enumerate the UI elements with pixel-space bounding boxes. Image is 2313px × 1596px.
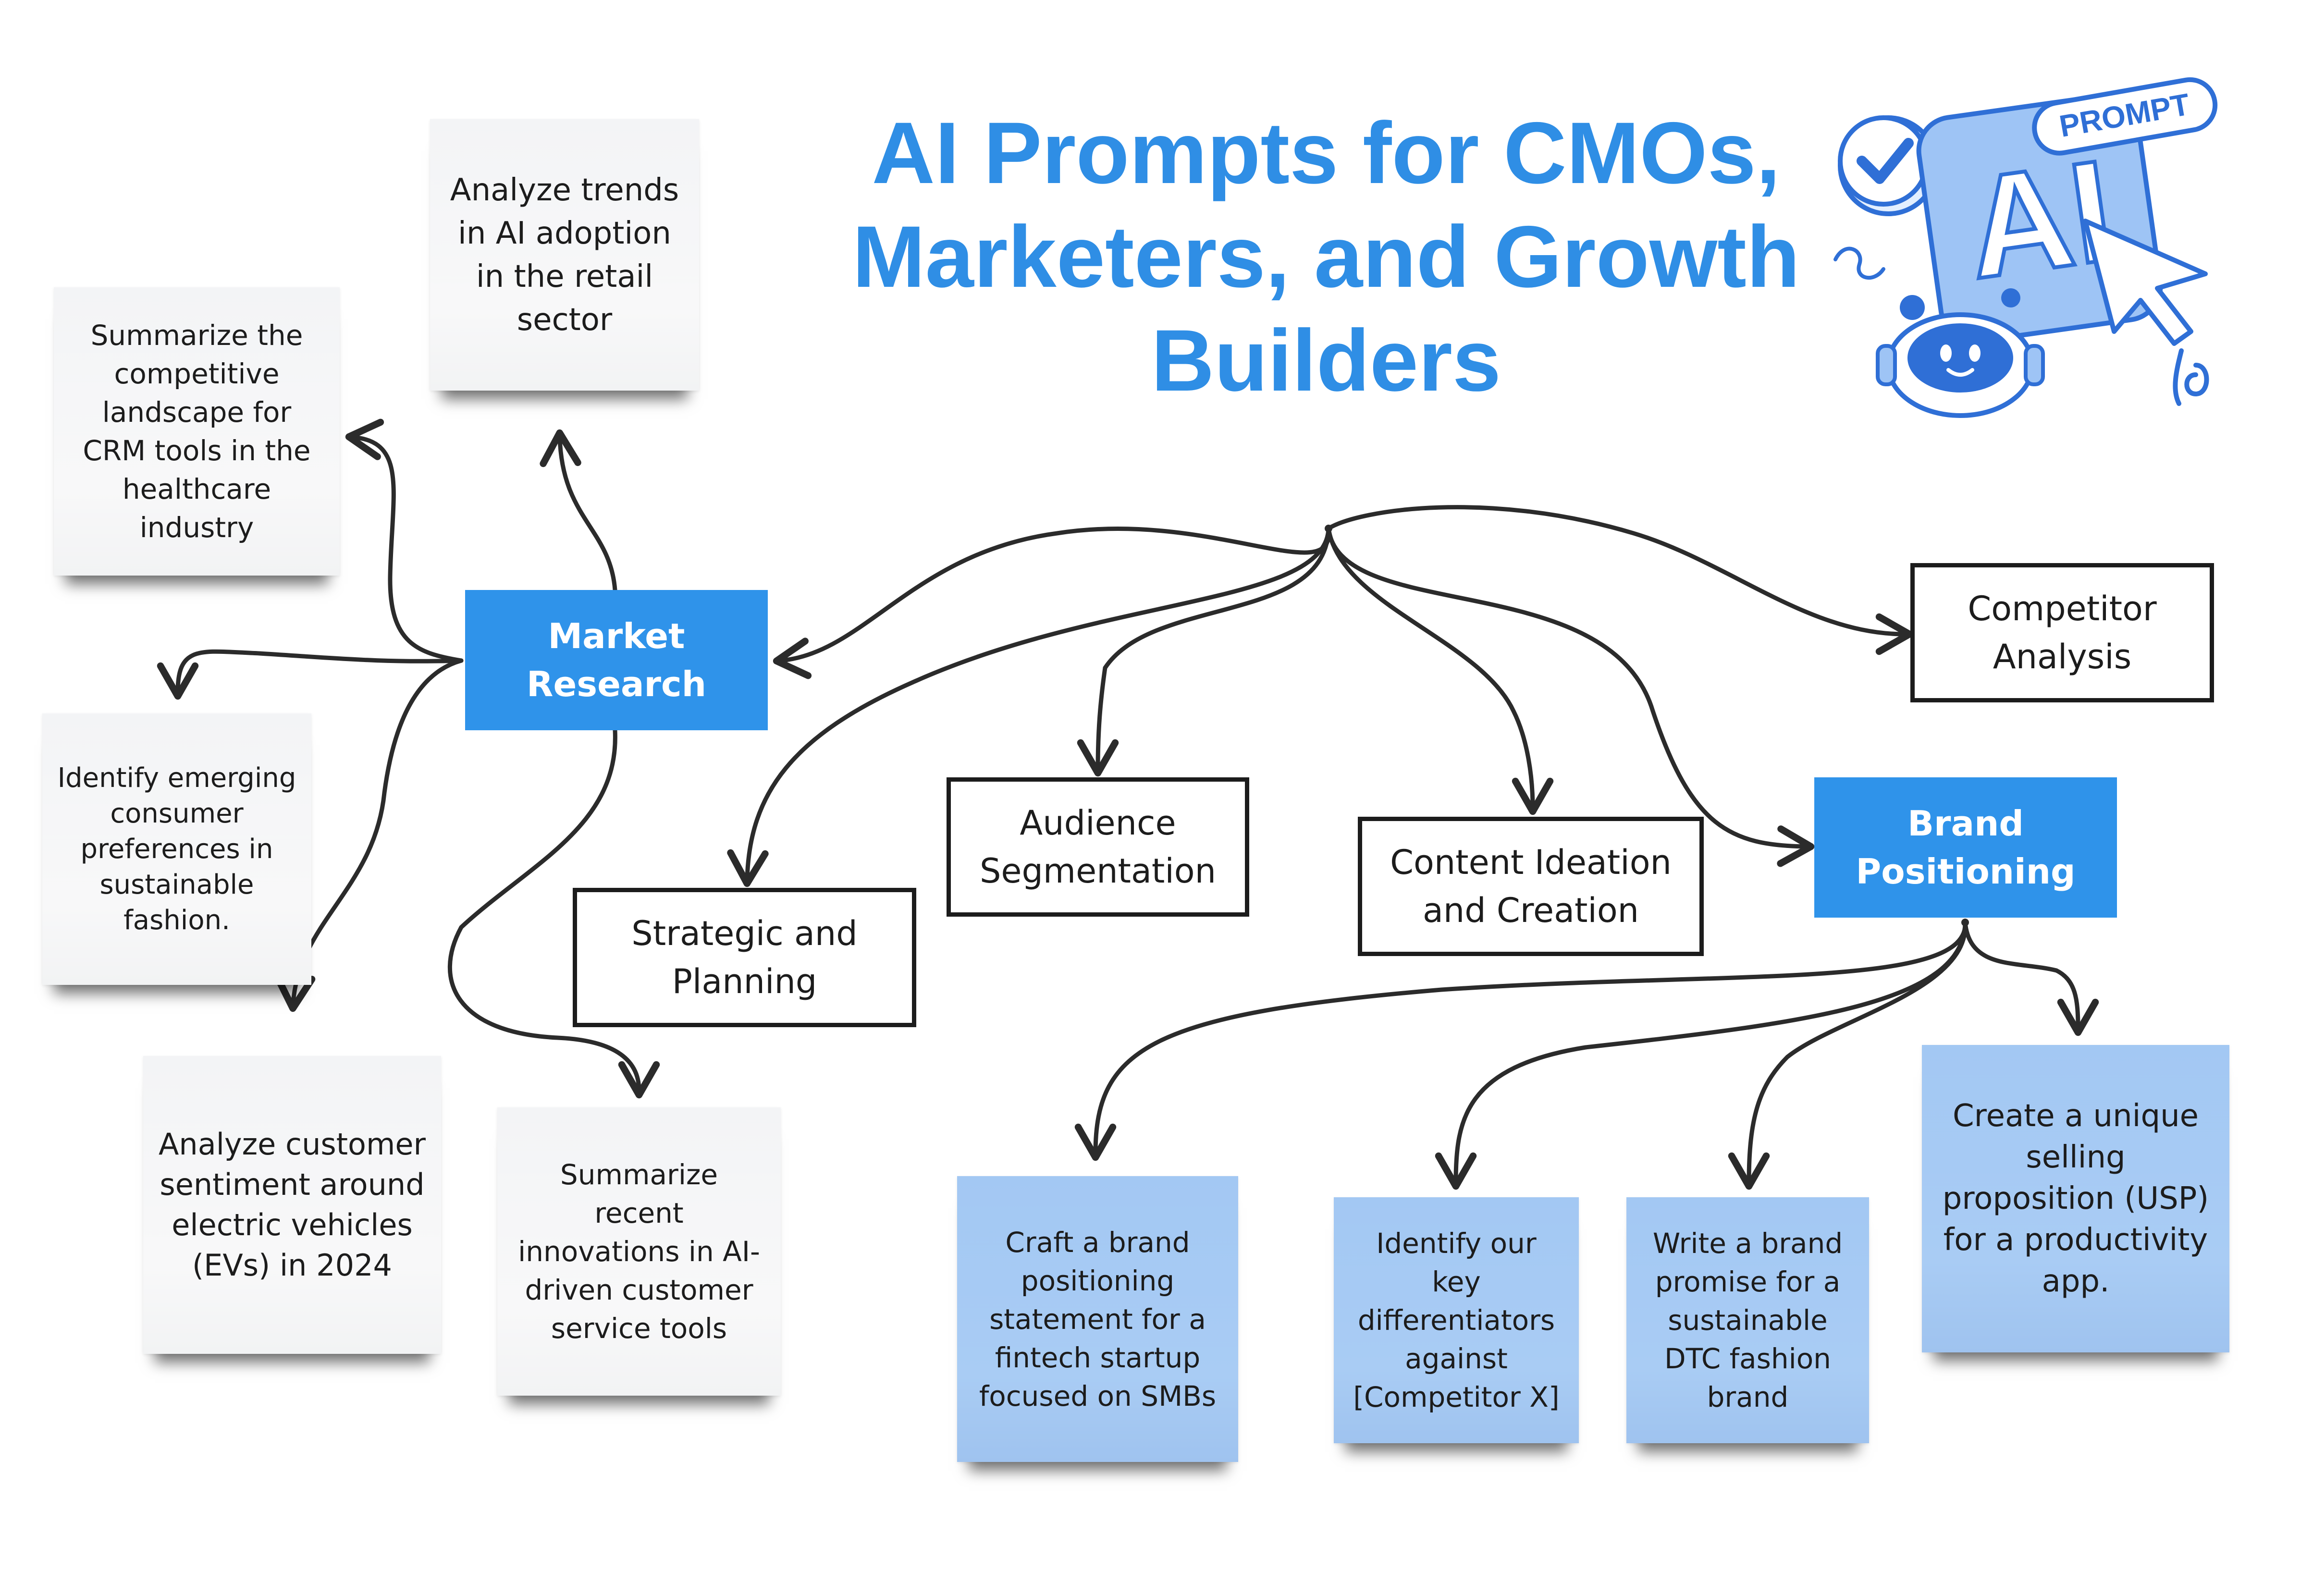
note-text-line: consumer [110, 798, 244, 829]
note-text-line: focused on SMBs [979, 1379, 1217, 1412]
note-text-line: against [1405, 1342, 1508, 1375]
node-strategic-planning-line-1: Strategic and [631, 914, 858, 953]
connector-bp-differentiators [1435, 920, 1968, 1190]
note-text-line: Summarize the [90, 319, 303, 352]
title-line-3: Builders [1151, 311, 1501, 409]
note-differentiators: Identify our key differentiators against… [1334, 1197, 1579, 1443]
note-ev-sentiment: Analyze customer sentiment around electr… [143, 1056, 441, 1354]
note-text-line: sentiment around [160, 1167, 425, 1202]
node-strategic-planning-line-2: Planning [672, 962, 817, 1001]
note-text-line: healthcare [122, 473, 271, 505]
node-market-research-line-2: Research [527, 664, 706, 704]
note-text-line: in the retail [476, 258, 653, 295]
note-sustainable-fashion: Identify emerging consumer preferences i… [42, 713, 311, 985]
connector-hub-market-research [773, 526, 1331, 679]
node-competitor-analysis[interactable]: Competitor Analysis [1910, 563, 2214, 702]
node-brand-positioning[interactable]: Brand Positioning [1814, 777, 2117, 918]
note-text-line: Create a unique [1952, 1098, 2199, 1134]
ai-mark: AI [1957, 129, 2122, 309]
note-text-line: sector [517, 302, 613, 338]
note-text-line: Craft a brand [1005, 1226, 1190, 1259]
title-line-2: Marketers, and Growth [852, 208, 1800, 306]
connector-mr-ai-retail [540, 429, 617, 592]
note-text-line: DTC fashion [1664, 1342, 1831, 1375]
connector-hub-content-ideation [1326, 526, 1554, 815]
note-text-line: CRM tools in the [83, 434, 311, 467]
connector-bp-fintech [1074, 920, 1968, 1161]
note-text-line: Identify our [1376, 1227, 1537, 1260]
note-text-line: driven customer [525, 1274, 753, 1306]
node-competitor-analysis-line-2: Analysis [1993, 637, 2132, 676]
page-title: AI Prompts for CMOs, Marketers, and Grow… [788, 101, 1864, 412]
node-market-research[interactable]: Market Research [465, 590, 768, 730]
connector-bp-brand-promise [1728, 920, 1968, 1190]
connector-mr-ai-service-tools [447, 728, 660, 1099]
note-ai-service-tools: Summarize recent innovations in AI- driv… [497, 1107, 781, 1396]
note-text-line: (EVs) in 2024 [192, 1248, 392, 1283]
note-text-line: for a productivity [1943, 1222, 2208, 1258]
note-text-line: Identify emerging [57, 762, 296, 794]
note-ai-retail: Analyze trends in AI adoption in the ret… [430, 119, 699, 391]
ai-prompt-logo: AI PROMPT [1833, 77, 2218, 418]
cursor-icon [2083, 219, 2208, 346]
note-text-line: in AI adoption [458, 215, 671, 251]
node-brand-positioning-line-1: Brand [1907, 803, 2024, 844]
note-text-line: Write a brand [1652, 1227, 1843, 1260]
note-text-line: Analyze trends [450, 172, 679, 208]
note-text-line: promise for a [1655, 1265, 1841, 1298]
node-audience-segmentation-line-1: Audience [1020, 803, 1176, 843]
sparkle-icon [2173, 348, 2209, 406]
node-market-research-line-1: Market [548, 616, 685, 656]
note-text-line: differentiators [1357, 1304, 1555, 1337]
note-text-line: brand [1707, 1381, 1789, 1413]
note-text-line: Analyze customer [159, 1127, 426, 1162]
note-text-line: sustainable [1668, 1304, 1828, 1337]
note-text-line: app. [2042, 1264, 2110, 1299]
node-audience-segmentation[interactable]: Audience Segmentation [947, 777, 1249, 917]
connector-bp-usp [1963, 920, 2099, 1036]
note-text-line: electric vehicles [172, 1207, 413, 1242]
note-text-line: landscape for [102, 396, 292, 429]
node-audience-segmentation-line-2: Segmentation [980, 851, 1216, 891]
note-text-line: sustainable [99, 869, 254, 900]
connector-hub-brand-positioning [1326, 526, 1815, 867]
robot-icon [1876, 288, 2045, 418]
note-brand-promise: Write a brand promise for a sustainable … [1626, 1197, 1869, 1443]
note-text-line: industry [139, 511, 254, 544]
node-brand-positioning-line-2: Positioning [1856, 851, 2076, 892]
note-text-line: fashion. [123, 904, 230, 936]
title-line-1: AI Prompts for CMOs, [872, 104, 1781, 202]
note-text-line: service tools [551, 1312, 727, 1345]
connector-hub-audience-segmentation [1077, 526, 1331, 777]
squiggle-icon [1833, 246, 1885, 280]
connector-hub-competitor-analysis [1326, 505, 1913, 655]
note-text-line: fintech startup [995, 1341, 1201, 1374]
connector-mr-ev-sentiment [274, 658, 464, 1012]
node-strategic-planning[interactable]: Strategic and Planning [573, 888, 916, 1027]
note-text-line: [Competitor X] [1353, 1381, 1560, 1413]
checkmark-icon [1838, 115, 1939, 216]
note-text-line: preferences in [80, 833, 273, 865]
note-text-line: proposition (USP) [1942, 1181, 2209, 1216]
node-content-ideation[interactable]: Content Ideation and Creation [1358, 817, 1704, 956]
connector-mr-sustainable-fashion [157, 649, 464, 700]
node-content-ideation-line-1: Content Ideation [1390, 843, 1672, 882]
note-crm-landscape: Summarize the competitive landscape for … [54, 287, 340, 576]
node-content-ideation-line-2: and Creation [1422, 891, 1639, 930]
note-usp: Create a unique selling proposition (USP… [1922, 1045, 2229, 1352]
note-text-line: Summarize recent [560, 1158, 718, 1229]
note-text-line: selling [2026, 1140, 2126, 1175]
note-text-line: positioning [1021, 1264, 1175, 1297]
note-text-line: statement for a [989, 1302, 1206, 1336]
note-text-line: key [1432, 1265, 1481, 1298]
connector-mr-crm-landscape [345, 418, 464, 663]
connector-hub-strategic-planning [727, 526, 1331, 887]
node-competitor-analysis-line-1: Competitor [1968, 589, 2157, 628]
note-text-line: innovations in AI- [518, 1235, 760, 1268]
note-text-line: competitive [114, 357, 280, 390]
note-fintech-statement: Craft a brand positioning statement for … [957, 1176, 1238, 1462]
